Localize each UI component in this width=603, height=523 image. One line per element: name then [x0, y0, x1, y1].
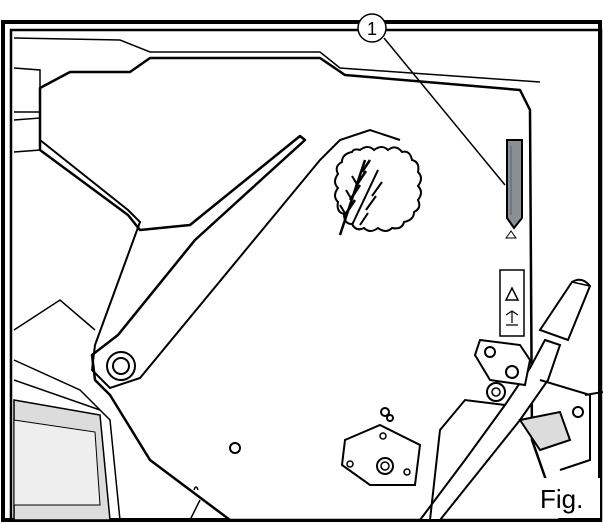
level-indicator — [506, 139, 523, 230]
screw-holes — [229, 407, 394, 454]
arm-outline — [39, 128, 401, 390]
right-housing — [518, 379, 603, 471]
callout-number: 1 — [367, 19, 377, 39]
main-side-plate — [38, 56, 562, 522]
figure-caption: Fig. — [540, 484, 583, 514]
mounting-plate — [340, 423, 422, 486]
left-gray-panel — [13, 399, 111, 521]
pivot-bolt — [106, 351, 136, 381]
callout-leader-line — [383, 37, 506, 186]
callout-circle — [357, 13, 387, 43]
caption-background — [538, 478, 600, 518]
small-mark — [193, 486, 199, 491]
hinge-bracket — [473, 338, 532, 402]
indicator-triangle-icon — [505, 230, 517, 239]
wheat-gear-logo — [334, 146, 422, 236]
warning-sticker — [499, 269, 525, 337]
